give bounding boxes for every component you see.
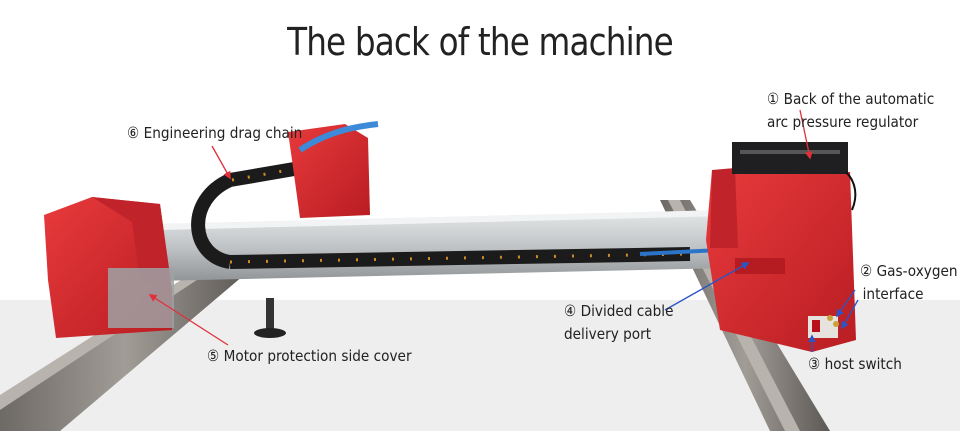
callout-regulator: ① Back of the automatic arc pressure reg… (767, 88, 934, 134)
callout-text: Motor protection side cover (223, 347, 412, 365)
arrow-drag-chain (211, 145, 231, 180)
cable-blue (639, 248, 721, 256)
arrow-regulator (799, 109, 813, 160)
host-switch (812, 320, 820, 332)
callout-text: arc pressure regulator (767, 113, 919, 131)
callout-text: Divided cable (580, 302, 674, 320)
callout-text: Engineering drag chain (143, 124, 303, 142)
arrow-cable-port (664, 262, 750, 311)
callout-drag-chain: ⑥ Engineering drag chain (127, 122, 302, 145)
cross-beam-top-edge (120, 210, 725, 231)
cable-delivery-port (735, 258, 785, 274)
callout-number: ④ (564, 302, 577, 320)
callout-text: Back of the automatic (783, 90, 935, 108)
regulator-cable (845, 171, 857, 211)
regulator-panel-strip (740, 150, 840, 154)
right-cabinet-side (710, 168, 738, 248)
drag-chain-loop (191, 161, 302, 269)
callout-number: ② (860, 262, 873, 280)
callout-motor-cover: ⑤ Motor protection side cover (207, 345, 412, 368)
left-motor-box-side (92, 197, 172, 290)
callout-host-switch: ③ host switch (808, 353, 902, 376)
support-foot (254, 328, 286, 338)
arrow-gas-interface-b (841, 299, 859, 330)
callout-number: ① (767, 90, 780, 108)
callout-number: ⑤ (207, 347, 220, 365)
callout-text: interface (862, 285, 924, 303)
callout-text: Gas-oxygen (876, 262, 958, 280)
drag-chain-lower (229, 247, 691, 269)
page-title: The back of the machine (287, 20, 674, 64)
callout-number: ⑥ (127, 124, 140, 142)
gas-hose (298, 121, 379, 153)
support-leg (266, 298, 274, 330)
arrow-gas-interface-a (836, 289, 856, 318)
left-rail (0, 270, 250, 431)
motor-side-cover (108, 268, 174, 328)
arrow-motor-cover (148, 294, 229, 346)
callout-cable-port: ④ Divided cable delivery port (564, 300, 673, 346)
callout-gas-interface: ② Gas-oxygen interface (860, 260, 958, 306)
callout-text: host switch (824, 355, 902, 373)
gas-fitting-2 (833, 321, 839, 327)
callout-number: ③ (808, 355, 821, 373)
gas-fitting-1 (827, 315, 833, 321)
callout-text: delivery port (564, 325, 652, 343)
arc-pressure-regulator (732, 142, 848, 174)
